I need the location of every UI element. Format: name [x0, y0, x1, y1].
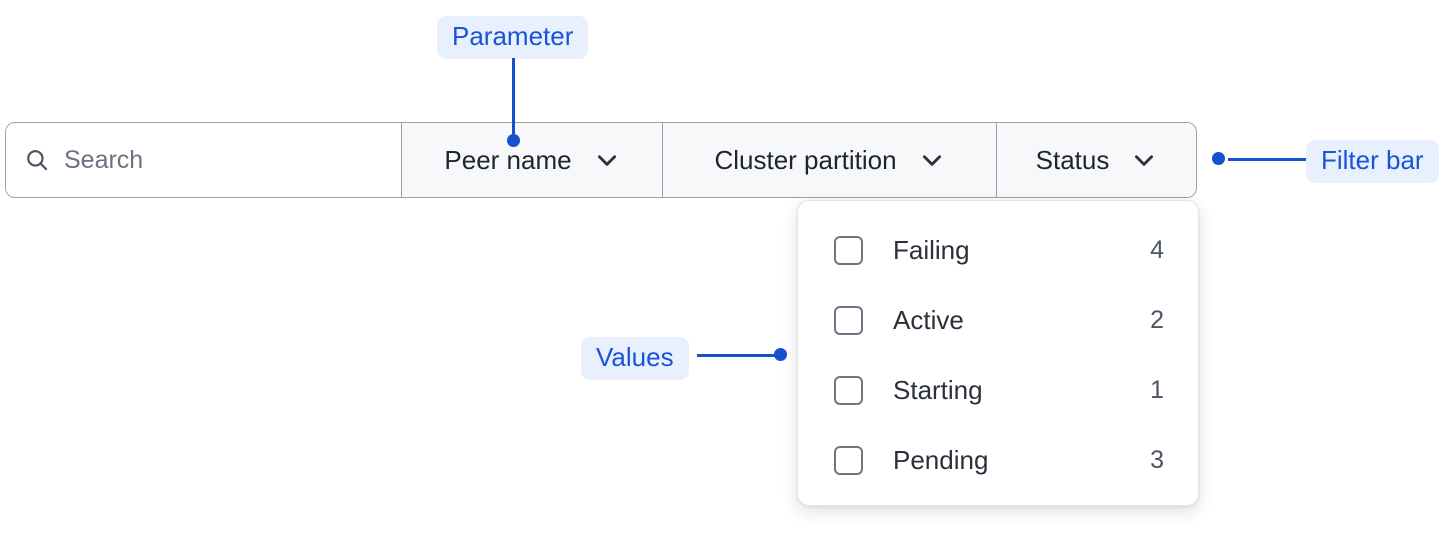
annotation-badge-filter-bar: Filter bar: [1306, 140, 1439, 183]
annotation-badge-values: Values: [581, 337, 689, 380]
dropdown-option-starting[interactable]: Starting 1: [798, 355, 1198, 425]
annotation-badge-parameter: Parameter: [437, 16, 589, 59]
dropdown-option-count: 1: [1150, 375, 1164, 404]
dropdown-option-count: 2: [1150, 305, 1164, 334]
chevron-down-icon: [1135, 155, 1154, 166]
annotation-dot-parameter: [507, 134, 520, 147]
chevron-down-icon: [597, 155, 616, 166]
checkbox-active[interactable]: [834, 305, 863, 335]
search-icon: [27, 150, 48, 171]
annotation-connector-parameter: [512, 58, 515, 142]
annotation-dot-filter-bar: [1212, 152, 1225, 165]
search-input[interactable]: [64, 145, 383, 175]
filter-dropdown-cluster-partition-label: Cluster partition: [714, 144, 897, 175]
filter-bar: Peer name Cluster partition Status: [5, 122, 1197, 198]
dropdown-option-label: Failing: [893, 234, 970, 265]
filter-dropdown-status[interactable]: Status: [996, 123, 1196, 197]
checkbox-failing[interactable]: [834, 235, 863, 265]
dropdown-option-count: 3: [1150, 445, 1164, 474]
search-field-container[interactable]: [6, 123, 402, 197]
dropdown-option-active[interactable]: Active 2: [798, 285, 1198, 355]
dropdown-option-pending[interactable]: Pending 3: [798, 425, 1198, 495]
dropdown-option-failing[interactable]: Failing 4: [798, 215, 1198, 285]
filter-dropdown-peer-name-label: Peer name: [444, 144, 572, 175]
dropdown-option-label: Starting: [893, 374, 983, 405]
annotation-dot-values: [774, 348, 787, 361]
dropdown-option-label: Active: [893, 304, 964, 335]
checkbox-pending[interactable]: [834, 445, 863, 475]
status-dropdown-panel: Failing 4 Active 2 Starting 1 Pending 3: [797, 200, 1199, 506]
annotation-connector-values: [697, 354, 781, 357]
filter-dropdown-peer-name[interactable]: Peer name: [402, 123, 662, 197]
dropdown-option-label: Pending: [893, 444, 989, 475]
checkbox-starting[interactable]: [834, 375, 863, 405]
chevron-down-icon: [922, 155, 941, 166]
dropdown-option-count: 4: [1150, 235, 1164, 264]
annotation-connector-filter-bar: [1228, 158, 1306, 161]
filter-dropdown-status-label: Status: [1035, 144, 1110, 175]
filter-dropdown-cluster-partition[interactable]: Cluster partition: [662, 123, 996, 197]
